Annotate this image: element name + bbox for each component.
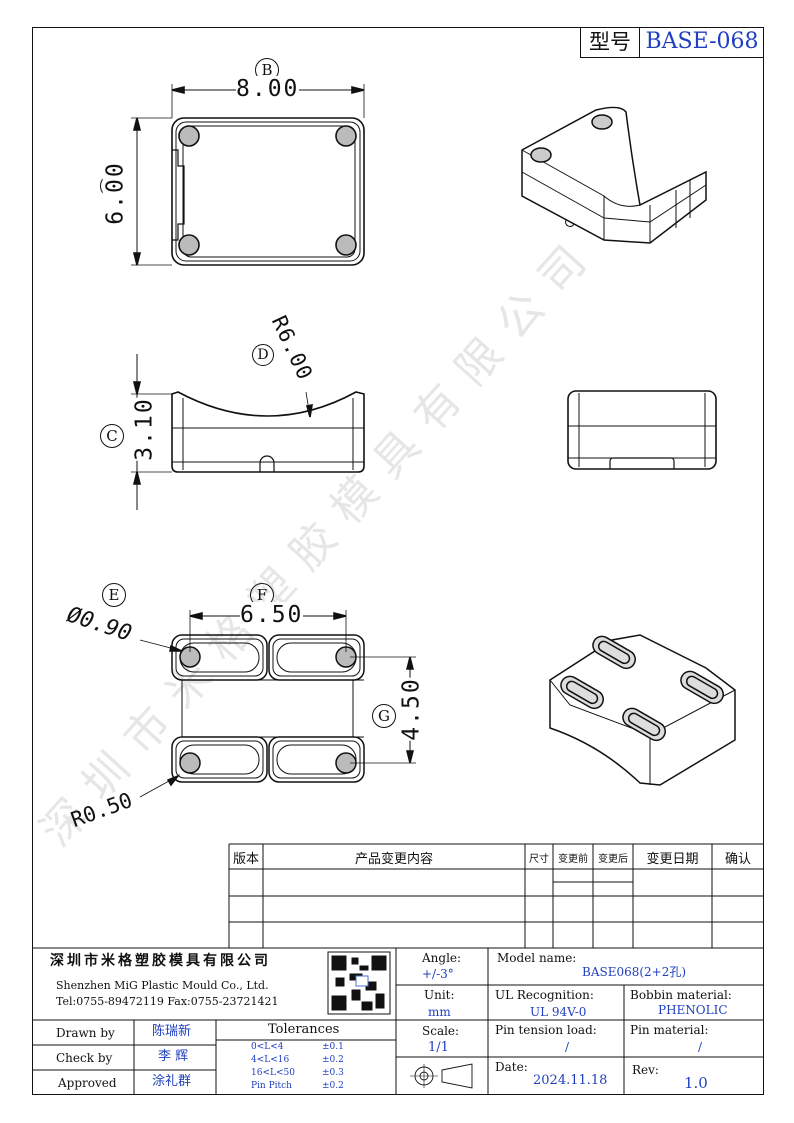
pin-tension-label: Pin tension load: — [495, 1023, 597, 1037]
dim-f-value: 6.50 — [240, 602, 304, 628]
top-view — [131, 84, 365, 266]
ul-value: UL 94V-0 — [530, 1005, 587, 1019]
company-name-en: Shenzhen MiG Plastic Mould Co., Ltd. — [56, 979, 269, 992]
date-value: 2024.11.18 — [533, 1073, 608, 1088]
angle-value: +/-3° — [422, 967, 454, 981]
dim-c-value: 3.10 — [131, 397, 158, 461]
unit-value: mm — [428, 1005, 451, 1019]
bobbin-value: PHENOLIC — [658, 1003, 728, 1017]
rev-header-version: 版本 — [232, 852, 259, 867]
watermark: 深圳市米格塑胶模具有限公司 — [31, 223, 608, 856]
revision-table-grid — [32, 843, 764, 949]
company-name-cn: 深圳市米格塑胶模具有限公司 — [50, 953, 271, 969]
check-by-label: Check by — [56, 1051, 113, 1065]
tolerances-title: Tolerances — [268, 1022, 340, 1037]
pin-tension-value: / — [565, 1040, 570, 1054]
model-box-label: 型号 — [581, 27, 640, 57]
rev-header-date: 变更日期 — [646, 852, 699, 867]
tolerance-value-3: ±0.3 — [322, 1068, 344, 1078]
check-by-value: 李 辉 — [158, 1049, 189, 1064]
date-label: Date: — [495, 1060, 528, 1074]
rev-header-after: 变更后 — [598, 854, 628, 865]
tolerance-range-2: 4<L<16 — [251, 1055, 290, 1065]
rev-header-size: 尺寸 — [529, 854, 549, 865]
dim-g-value: 4.50 — [398, 677, 425, 741]
rev-value: 1.0 — [684, 1074, 708, 1092]
drawing-frame — [32, 27, 764, 1095]
bobbin-label: Bobbin material: — [630, 988, 732, 1002]
tolerance-value-2: ±0.2 — [322, 1055, 344, 1065]
scale-value: 1/1 — [428, 1040, 449, 1055]
model-box: 型号 BASE-068 — [580, 27, 764, 58]
dim-c-letter: C — [100, 424, 124, 448]
rev-header-confirm: 确认 — [724, 852, 751, 867]
dim-d-letter: D — [252, 344, 274, 366]
tolerance-value-4: ±0.2 — [322, 1081, 344, 1091]
dim-e-letter: E — [102, 583, 126, 607]
iso-view-bottom — [549, 634, 736, 786]
rev-header-before: 变更前 — [558, 854, 588, 865]
angle-label: Angle: — [422, 951, 462, 965]
company-contact: Tel:0755-89472119 Fax:0755-23721421 — [56, 995, 279, 1008]
drawn-by-value: 陈瑞新 — [152, 1024, 192, 1039]
tolerance-range-3: 16<L<50 — [251, 1068, 295, 1078]
tolerance-range-4: Pin Pitch — [251, 1081, 292, 1091]
pin-material-label: Pin material: — [630, 1023, 709, 1037]
iso-view-top — [521, 106, 707, 244]
ul-label: UL Recognition: — [495, 988, 594, 1002]
model-name-label: Model name: — [497, 951, 577, 965]
bottom-view — [139, 610, 416, 798]
approved-value: 涂礼群 — [152, 1074, 192, 1089]
front-view — [131, 354, 365, 510]
model-box-value: BASE-068 — [645, 29, 759, 54]
model-name-value: BASE068(2+2孔) — [582, 965, 687, 979]
scale-label: Scale: — [422, 1024, 460, 1038]
dim-a-value: 6.00 — [102, 161, 129, 225]
drawn-by-label: Drawn by — [56, 1026, 115, 1040]
approved-label: Approved — [58, 1076, 117, 1090]
dim-b-value: 8.00 — [236, 76, 300, 102]
unit-label: Unit: — [424, 988, 455, 1002]
title-block-grid — [32, 948, 764, 1095]
tolerance-range-1: 0<L<4 — [251, 1042, 284, 1052]
dim-g-letter: G — [372, 704, 396, 728]
rev-label: Rev: — [632, 1063, 659, 1077]
pin-material-value: / — [698, 1040, 703, 1054]
rev-header-content: 产品变更内容 — [354, 852, 433, 867]
tolerance-value-1: ±0.1 — [322, 1042, 344, 1052]
side-view — [567, 390, 717, 470]
svg-text:深圳市米格塑胶模具有限公司: 深圳市米格塑胶模具有限公司 — [31, 223, 608, 856]
